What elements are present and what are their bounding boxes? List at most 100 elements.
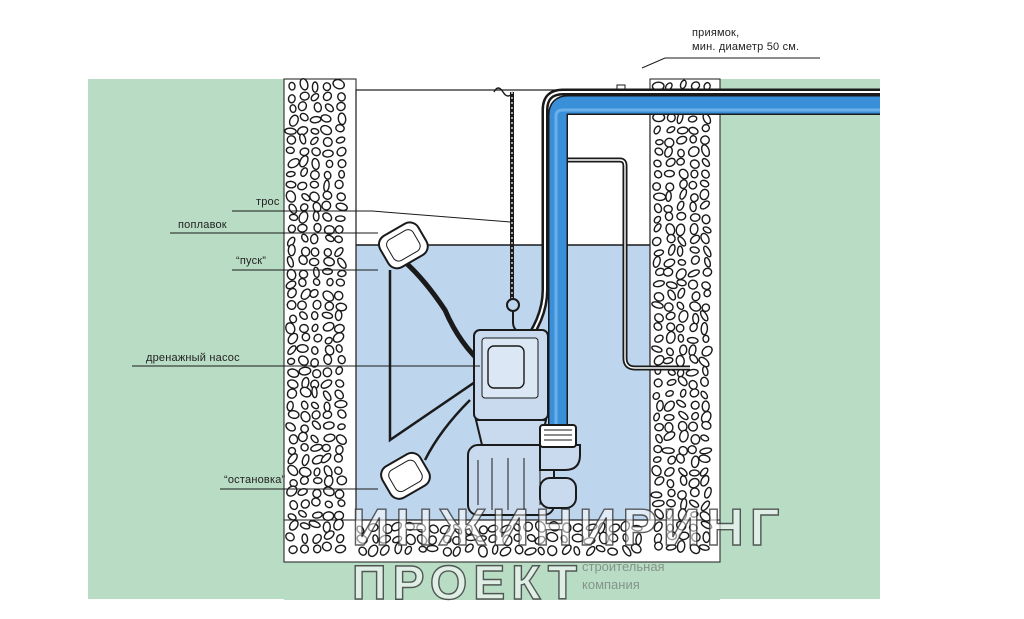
stone [676, 126, 689, 135]
stone [428, 524, 439, 534]
stone [322, 267, 333, 276]
stone [678, 531, 690, 541]
stone [560, 534, 568, 544]
stone [416, 523, 427, 533]
stone [663, 258, 676, 268]
stone [309, 191, 320, 203]
stone [701, 345, 713, 357]
stone [288, 434, 299, 445]
stone [311, 147, 321, 157]
stone [452, 535, 462, 546]
stone [653, 412, 661, 422]
pit-air [356, 90, 650, 245]
stone [322, 190, 333, 200]
stone [310, 358, 320, 368]
stone [689, 135, 698, 144]
stone [548, 521, 561, 532]
stone [488, 534, 498, 544]
stone [287, 368, 300, 378]
stone [334, 215, 346, 223]
stone [324, 344, 335, 356]
stone [691, 291, 701, 302]
stone [687, 146, 700, 158]
stone [285, 190, 297, 203]
stone [675, 520, 687, 531]
stone [607, 547, 619, 556]
stone [322, 82, 332, 92]
stone [300, 400, 309, 410]
stone [299, 133, 307, 145]
stone [513, 523, 522, 532]
stone [687, 445, 697, 455]
stone [654, 334, 664, 343]
stone [300, 410, 311, 423]
stone [285, 532, 295, 542]
stone [300, 233, 309, 243]
stone [534, 535, 546, 545]
stone [288, 519, 299, 531]
stone [452, 546, 461, 557]
stone [666, 531, 678, 541]
stone [585, 523, 598, 531]
stone [678, 309, 689, 323]
stone [650, 491, 663, 499]
stone [701, 157, 711, 168]
stone [653, 322, 663, 331]
stone [664, 422, 674, 433]
stone [337, 159, 347, 169]
stone [571, 533, 585, 543]
stone [692, 312, 700, 325]
stone [285, 170, 296, 178]
stone [700, 390, 709, 400]
stone [321, 200, 332, 211]
stone [404, 521, 415, 531]
stone [655, 433, 663, 444]
stone [652, 182, 662, 191]
stone [665, 182, 675, 192]
stone [597, 521, 606, 535]
stone [288, 114, 299, 127]
stone [699, 200, 711, 210]
stone [320, 452, 332, 464]
stone [289, 500, 299, 511]
stone [287, 409, 300, 420]
stone [477, 545, 488, 558]
stone [418, 545, 427, 553]
stone [286, 299, 297, 310]
stone [337, 423, 346, 431]
stone [703, 289, 712, 298]
stone [321, 311, 334, 320]
stone [679, 388, 687, 398]
stone [464, 524, 473, 536]
stone [699, 447, 713, 455]
stone [700, 474, 710, 487]
stone [299, 91, 310, 101]
stone [690, 400, 700, 410]
stone [665, 330, 676, 344]
stone [677, 287, 686, 299]
stone [677, 258, 687, 266]
stone [688, 477, 700, 489]
stone [666, 233, 676, 244]
stone [663, 431, 676, 442]
stone [320, 379, 333, 389]
stone [311, 385, 318, 399]
stone [310, 434, 319, 444]
stone [338, 169, 346, 179]
leader-lines [132, 57, 820, 490]
stone [654, 508, 665, 520]
stone [689, 487, 700, 498]
stone [691, 532, 701, 543]
stone [687, 115, 698, 123]
stone [324, 500, 334, 509]
stone [288, 213, 299, 222]
stone [698, 454, 711, 464]
stone [297, 509, 308, 518]
stone [620, 520, 631, 532]
stone [546, 531, 559, 543]
stone [310, 136, 319, 146]
stone [332, 332, 345, 343]
stone [513, 533, 522, 542]
stone [322, 511, 335, 522]
stone [298, 366, 312, 376]
